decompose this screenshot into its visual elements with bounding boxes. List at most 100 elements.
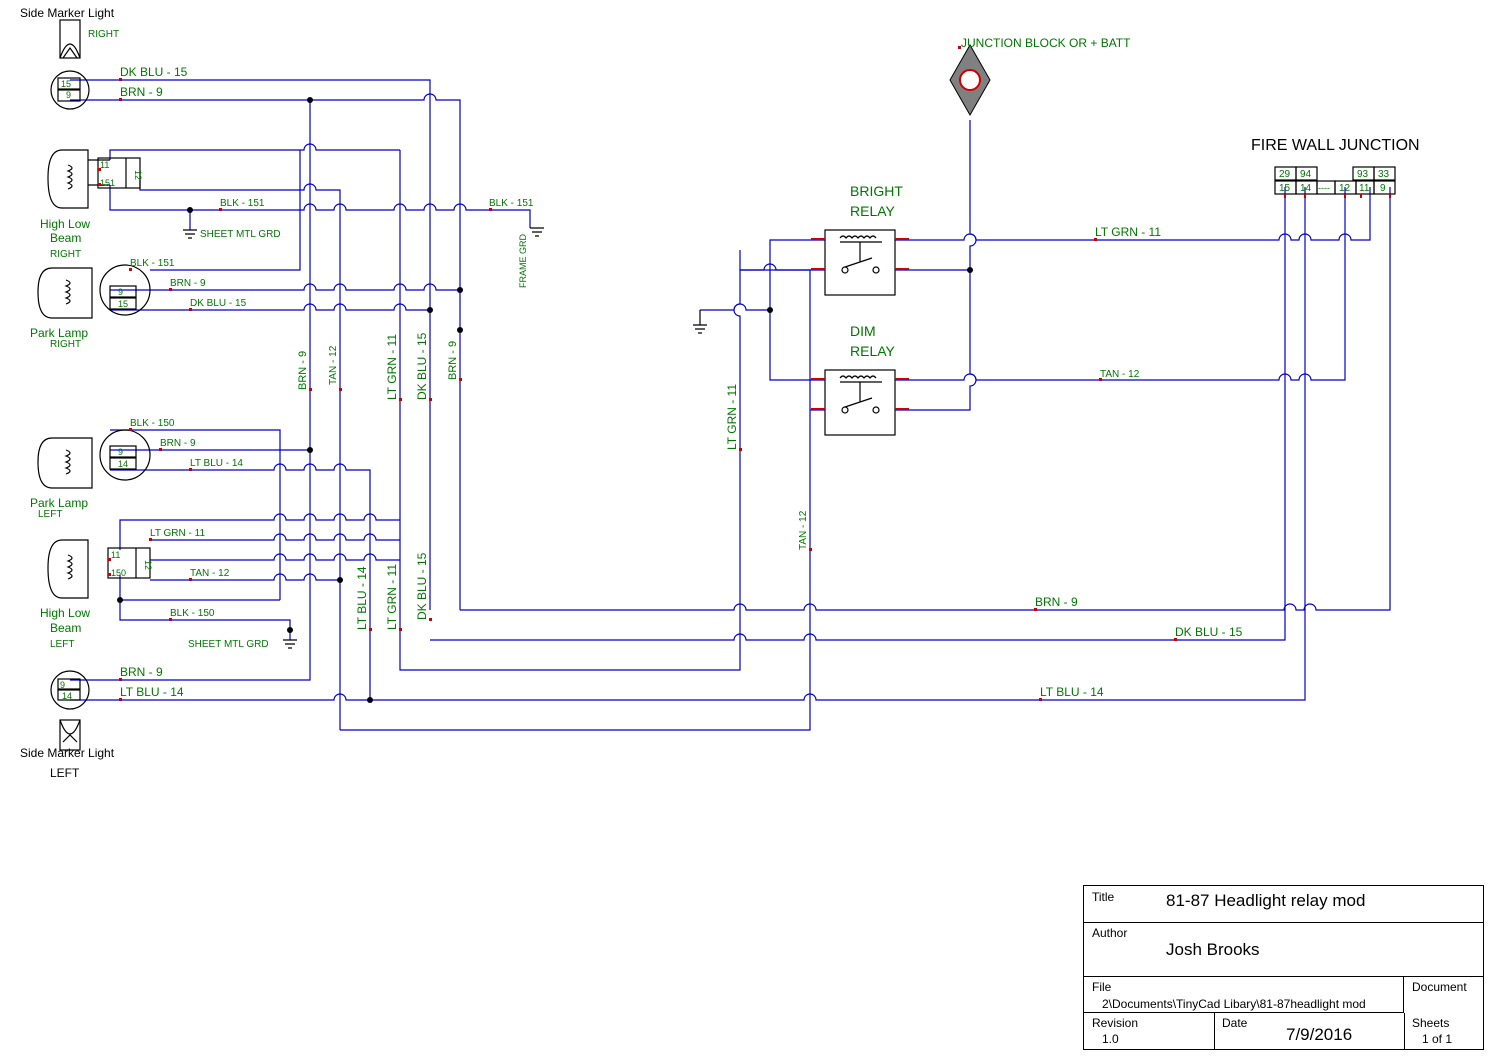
wire-dk-blu-15-pr — [110, 303, 430, 311]
bright-relay-line1: BRIGHT — [850, 183, 903, 199]
title-block: Title 81-87 Headlight relay mod Author J… — [1083, 885, 1484, 1050]
label-dk-blu-15-pr: DK BLU - 15 — [190, 298, 247, 309]
author-name: Josh Brooks — [1166, 940, 1260, 959]
park-l-pin-9: 9 — [118, 447, 123, 457]
high-low-right-lamp-icon — [47, 149, 141, 209]
fw-bot-pin-15: 15 — [1279, 183, 1291, 194]
side-marker-right-bulb-icon — [59, 19, 81, 59]
label-v-tan-12-b: TAN - 12 — [798, 510, 809, 550]
revision-label: Revision — [1092, 1016, 1139, 1030]
fw-bot-pin-9: 9 — [1380, 183, 1386, 194]
wire-lt-grn-11-relay — [895, 187, 1371, 241]
high-low-right-line2: Beam — [50, 231, 81, 245]
label-sheet-mtl-grd-r: SHEET MTL GRD — [200, 229, 281, 240]
label-v-brn-9-b: BRN - 9 — [447, 341, 459, 380]
wire-relay-gnd — [700, 239, 825, 311]
label-brn-9-sm-l: BRN - 9 — [120, 665, 163, 679]
label-dk-blu-15-bottom: DK BLU - 15 — [1175, 625, 1243, 639]
wire-relay-coil-dim — [769, 310, 825, 381]
label-blk-151-b: BLK - 151 — [489, 198, 534, 209]
author-label: Author — [1092, 926, 1128, 940]
pin-markers — [98, 46, 1391, 701]
label-v-lt-grn-11-c: LT GRN - 11 — [725, 384, 739, 450]
date-label: Date — [1222, 1016, 1248, 1030]
wire-hl-r-11 — [109, 143, 400, 160]
wire-hl-l-11-top — [119, 513, 400, 550]
side-marker-left-connector — [50, 670, 90, 710]
label-brn-9-top: BRN - 9 — [120, 85, 163, 99]
park-lamp-left-label: Park Lamp — [30, 496, 88, 510]
label-v-dk-blu-15-b: DK BLU - 15 — [415, 552, 429, 620]
park-lamp-left-icon — [37, 429, 151, 489]
wire-blk-150-gnd — [119, 600, 291, 640]
dim-relay-icon — [824, 369, 896, 436]
high-low-left-lamp-icon — [47, 539, 151, 599]
fw-top-pin-94: 94 — [1300, 169, 1312, 180]
park-lamp-right-side: RIGHT — [50, 339, 81, 350]
wire-labels: DK BLU - 15 BRN - 9 BLK - 151 BLK - 151 … — [120, 65, 1243, 699]
wire-lt-grn-11-up — [733, 269, 825, 520]
date-divider — [1404, 1013, 1405, 1049]
label-blk-151-c: BLK - 151 — [130, 258, 175, 269]
fw-top-pin-33: 33 — [1378, 169, 1390, 180]
label-blk-150-b: BLK - 150 — [170, 608, 215, 619]
bright-relay-line2: RELAY — [850, 203, 896, 219]
park-r-pin-15: 15 — [118, 299, 128, 309]
date-value: 7/9/2016 — [1286, 1025, 1353, 1044]
label-dk-blu-15-top: DK BLU - 15 — [120, 65, 188, 79]
firewall-junction-connector — [1274, 166, 1396, 195]
label-tan-12-relay: TAN - 12 — [1100, 369, 1140, 380]
label-v-brn-9-a: BRN - 9 — [297, 351, 309, 390]
sm-l-pin-9: 9 — [60, 680, 65, 690]
park-lamp-left-side: LEFT — [38, 509, 62, 520]
park-l-pin-14: 14 — [118, 459, 128, 469]
ground-symbols — [183, 227, 707, 649]
side-marker-right-side: RIGHT — [88, 29, 119, 40]
bright-relay-icon — [824, 229, 896, 296]
hl-l-pin-150: 150 — [111, 568, 126, 578]
label-frame-grd: FRAME GRD — [518, 233, 528, 288]
label-brn-9-pr: BRN - 9 — [170, 278, 206, 289]
label-lt-blu-14-pl: LT BLU - 14 — [190, 458, 243, 469]
park-lamp-right-icon — [37, 264, 151, 319]
side-marker-right-connector — [50, 70, 90, 110]
file-path: 2\Documents\TinyCad Libary\81-87headligh… — [1102, 997, 1366, 1011]
hl-r-pin-151: 151 — [100, 178, 115, 188]
file-label: File — [1092, 980, 1112, 994]
high-low-left-line2: Beam — [50, 621, 81, 635]
fw-bot-pin-blank: ---- — [1318, 183, 1330, 193]
label-v-lt-grn-11-b: LT GRN - 11 — [385, 564, 399, 630]
wire-lt-blu-14-sm-l — [70, 187, 1306, 701]
wire-dk-blu-15-bottom — [430, 187, 1286, 641]
fw-bot-pin-14: 14 — [1300, 183, 1312, 194]
label-v-tan-12: TAN - 12 — [328, 345, 339, 385]
fw-bot-pin-11: 11 — [1359, 183, 1370, 194]
side-marker-left-bulb-icon — [59, 719, 81, 751]
wire-lt-grn-11-hl-l — [150, 533, 400, 541]
sm-r-pin-9: 9 — [66, 90, 71, 100]
title-row — [1084, 886, 1483, 923]
junction-block-icon — [949, 43, 991, 117]
hl-l-pin-11: 11 — [111, 550, 120, 560]
label-brn-9-bottom: BRN - 9 — [1035, 595, 1078, 609]
high-low-left-side: LEFT — [50, 639, 74, 650]
wire-dk-blu-15-top — [70, 79, 431, 610]
label-lt-blu-14-sm-l: LT BLU - 14 — [120, 685, 184, 699]
wire-blk-150-pl — [110, 429, 281, 600]
wire-blk-151-pr — [150, 150, 301, 271]
wire-hl-l-12 — [150, 553, 400, 561]
drawing-title: 81-87 Headlight relay mod — [1166, 891, 1366, 910]
hl-r-pin-12: 12 — [133, 170, 143, 180]
fw-top-pin-29: 29 — [1279, 169, 1291, 180]
fw-bot-pin-12: 12 — [1339, 183, 1351, 194]
sm-l-pin-14: 14 — [62, 691, 72, 701]
file-row — [1084, 977, 1404, 1013]
label-lt-grn-11-hl-l: LT GRN - 11 — [150, 528, 205, 539]
wires — [70, 79, 1391, 731]
side-marker-left-side: LEFT — [50, 766, 80, 780]
label-v-lt-grn-11-a: LT GRN - 11 — [385, 334, 399, 400]
label-v-dk-blu-15-a: DK BLU - 15 — [415, 332, 429, 400]
label-tan-12-hl-l: TAN - 12 — [190, 568, 230, 579]
sheets-label: Sheets — [1412, 1016, 1450, 1030]
